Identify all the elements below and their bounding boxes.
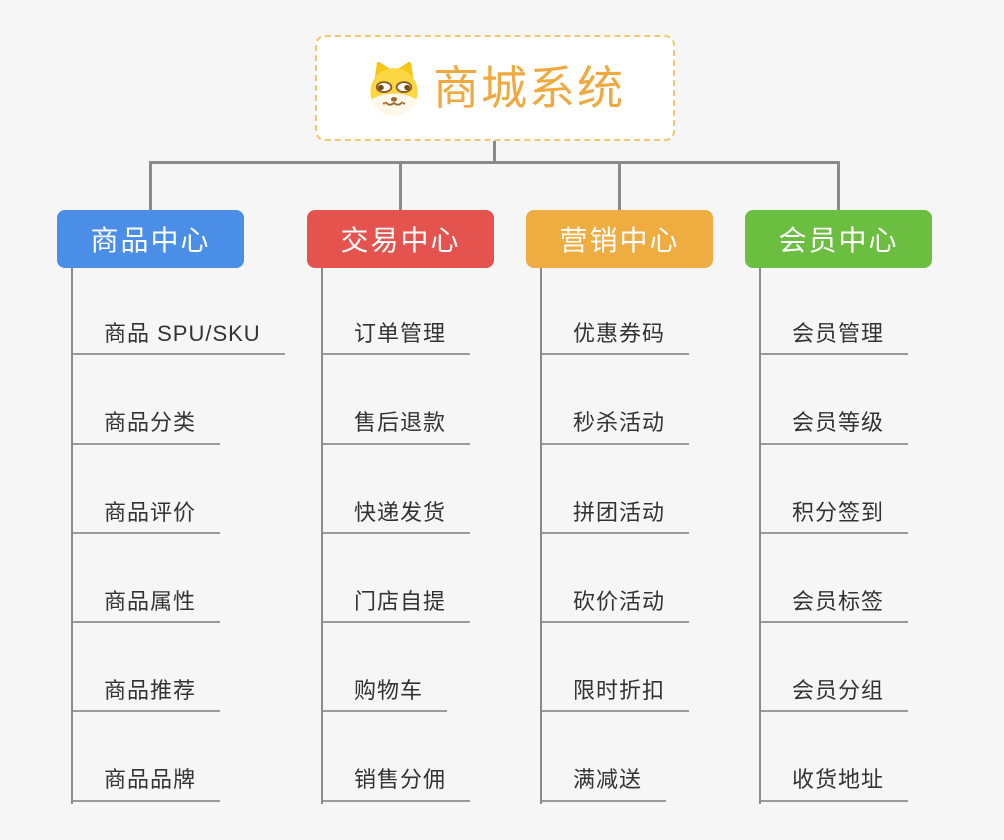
- branch-node-member-center[interactable]: 会员中心: [745, 210, 932, 268]
- branch-item[interactable]: 限时折扣: [540, 678, 690, 713]
- branch-item[interactable]: 优惠券码: [540, 321, 690, 356]
- branch-item[interactable]: 购物车: [321, 678, 448, 713]
- branch-items-trade-center: 订单管理 售后退款 快递发货 门店自提 购物车 销售分佣: [307, 266, 552, 804]
- connector-drop-product: [149, 161, 152, 210]
- branch-item[interactable]: 会员管理: [759, 321, 909, 356]
- branch-item[interactable]: 商品推荐: [71, 678, 221, 713]
- branch-item[interactable]: 拼团活动: [540, 500, 690, 534]
- branch-item[interactable]: 商品属性: [71, 589, 221, 624]
- branch-item[interactable]: 会员分组: [759, 678, 909, 713]
- branch-item[interactable]: 商品 SPU/SKU: [71, 321, 285, 356]
- root-node[interactable]: 商城系统: [315, 35, 675, 141]
- branch-item[interactable]: 商品分类: [71, 410, 221, 445]
- connector-drop-marketing: [618, 161, 621, 210]
- branch-vline: [759, 268, 761, 804]
- branch-item[interactable]: 销售分佣: [321, 767, 471, 802]
- branch-item[interactable]: 会员标签: [759, 589, 909, 624]
- connector-drop-member: [837, 161, 840, 210]
- branch-item[interactable]: 收货地址: [759, 767, 909, 802]
- branch-items-product-center: 商品 SPU/SKU 商品分类 商品评价 商品属性 商品推荐 商品品牌: [57, 266, 302, 804]
- branch-vline: [540, 268, 542, 804]
- branch-item[interactable]: 砍价活动: [540, 589, 690, 624]
- branch-item[interactable]: 门店自提: [321, 589, 471, 624]
- branch-item[interactable]: 订单管理: [321, 321, 471, 356]
- branch-node-trade-center[interactable]: 交易中心: [307, 210, 494, 268]
- connector-root-stub: [493, 141, 496, 164]
- branch-node-product-center[interactable]: 商品中心: [57, 210, 244, 268]
- branch-item[interactable]: 积分签到: [759, 500, 909, 534]
- branch-item[interactable]: 商品评价: [71, 500, 221, 534]
- branch-item[interactable]: 售后退款: [321, 410, 471, 445]
- connector-drop-trade: [399, 161, 402, 210]
- doge-face-icon: [365, 59, 423, 117]
- branch-item[interactable]: 快递发货: [321, 500, 471, 534]
- branch-node-marketing-center[interactable]: 营销中心: [526, 210, 713, 268]
- branch-item[interactable]: 满减送: [540, 767, 667, 802]
- branch-items-marketing-center: 优惠券码 秒杀活动 拼团活动 砍价活动 限时折扣 满减送: [526, 266, 771, 804]
- branch-item[interactable]: 会员等级: [759, 410, 909, 445]
- branch-vline: [71, 268, 73, 804]
- branch-items-member-center: 会员管理 会员等级 积分签到 会员标签 会员分组 收货地址: [745, 266, 990, 804]
- branch-item[interactable]: 秒杀活动: [540, 410, 690, 445]
- branch-item[interactable]: 商品品牌: [71, 767, 221, 802]
- branch-vline: [321, 268, 323, 804]
- root-title: 商城系统: [433, 62, 625, 114]
- connector-horizontal: [149, 161, 840, 164]
